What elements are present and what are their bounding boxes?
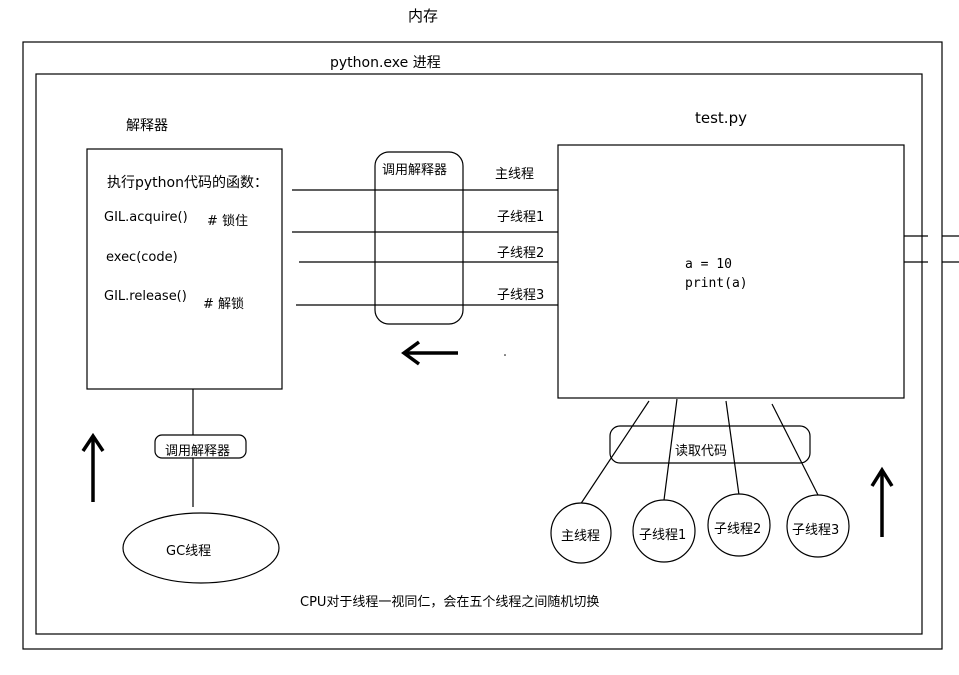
- fan-line-sub2: [725, 400, 740, 496]
- circle-sub-thread2-label: 子线程2: [714, 522, 762, 537]
- process-label: python.exe 进程: [330, 55, 441, 71]
- circle-sub-thread3: [786, 494, 850, 558]
- exec-code-text: exec(code): [106, 250, 178, 265]
- interpreter-box: [86, 148, 283, 390]
- gc-call-capsule: [154, 434, 247, 459]
- left-arrow-icon: [401, 340, 458, 366]
- fan-line-sub3: [771, 403, 819, 496]
- left-up-arrow-icon: [81, 432, 105, 502]
- call-interpreter-label: 调用解释器: [382, 163, 448, 178]
- code-line-2: print(a): [685, 276, 748, 291]
- sub-thread2-label: 子线程2: [497, 246, 545, 261]
- circle-sub-thread2: [707, 493, 771, 557]
- stray-dot: [504, 354, 506, 356]
- gil-acquire-comment: # 锁住: [207, 214, 249, 229]
- sub-thread1-label: 子线程1: [497, 210, 545, 225]
- testpy-box: [557, 144, 905, 399]
- circle-sub-thread1: [632, 499, 696, 563]
- gc-call-label: 调用解释器: [165, 444, 231, 459]
- circle-main-thread: [550, 502, 612, 564]
- code-line-1: a = 10: [685, 257, 732, 272]
- memory-box: [22, 41, 943, 650]
- gil-release-comment: # 解锁: [203, 297, 245, 312]
- interpreter-heading: 解释器: [126, 118, 168, 134]
- circle-sub-thread3-label: 子线程3: [792, 523, 840, 538]
- fan-line-sub1: [663, 398, 678, 501]
- gil-release-text: GIL.release(): [104, 289, 187, 304]
- circle-main-thread-label: 主线程: [561, 529, 601, 544]
- main-thread-label: 主线程: [495, 167, 535, 182]
- gc-thread-label: GC线程: [166, 544, 212, 559]
- testpy-heading: test.py: [695, 109, 747, 127]
- interpreter-func-title: 执行python代码的函数：: [107, 175, 268, 191]
- gil-acquire-text: GIL.acquire(): [104, 210, 188, 225]
- memory-title: 内存: [408, 7, 439, 25]
- process-box: [35, 73, 923, 635]
- read-code-label: 读取代码: [675, 444, 728, 459]
- call-interpreter-capsule: [374, 151, 464, 325]
- sub-thread3-label: 子线程3: [497, 288, 545, 303]
- fan-line-main: [579, 400, 650, 506]
- read-code-capsule: [609, 425, 811, 464]
- gc-thread-ellipse: [122, 512, 280, 584]
- footer-note: CPU对于线程一视同仁，会在五个线程之间随机切换: [300, 595, 600, 610]
- right-up-arrow-icon: [870, 466, 894, 537]
- circle-sub-thread1-label: 子线程1: [639, 528, 687, 543]
